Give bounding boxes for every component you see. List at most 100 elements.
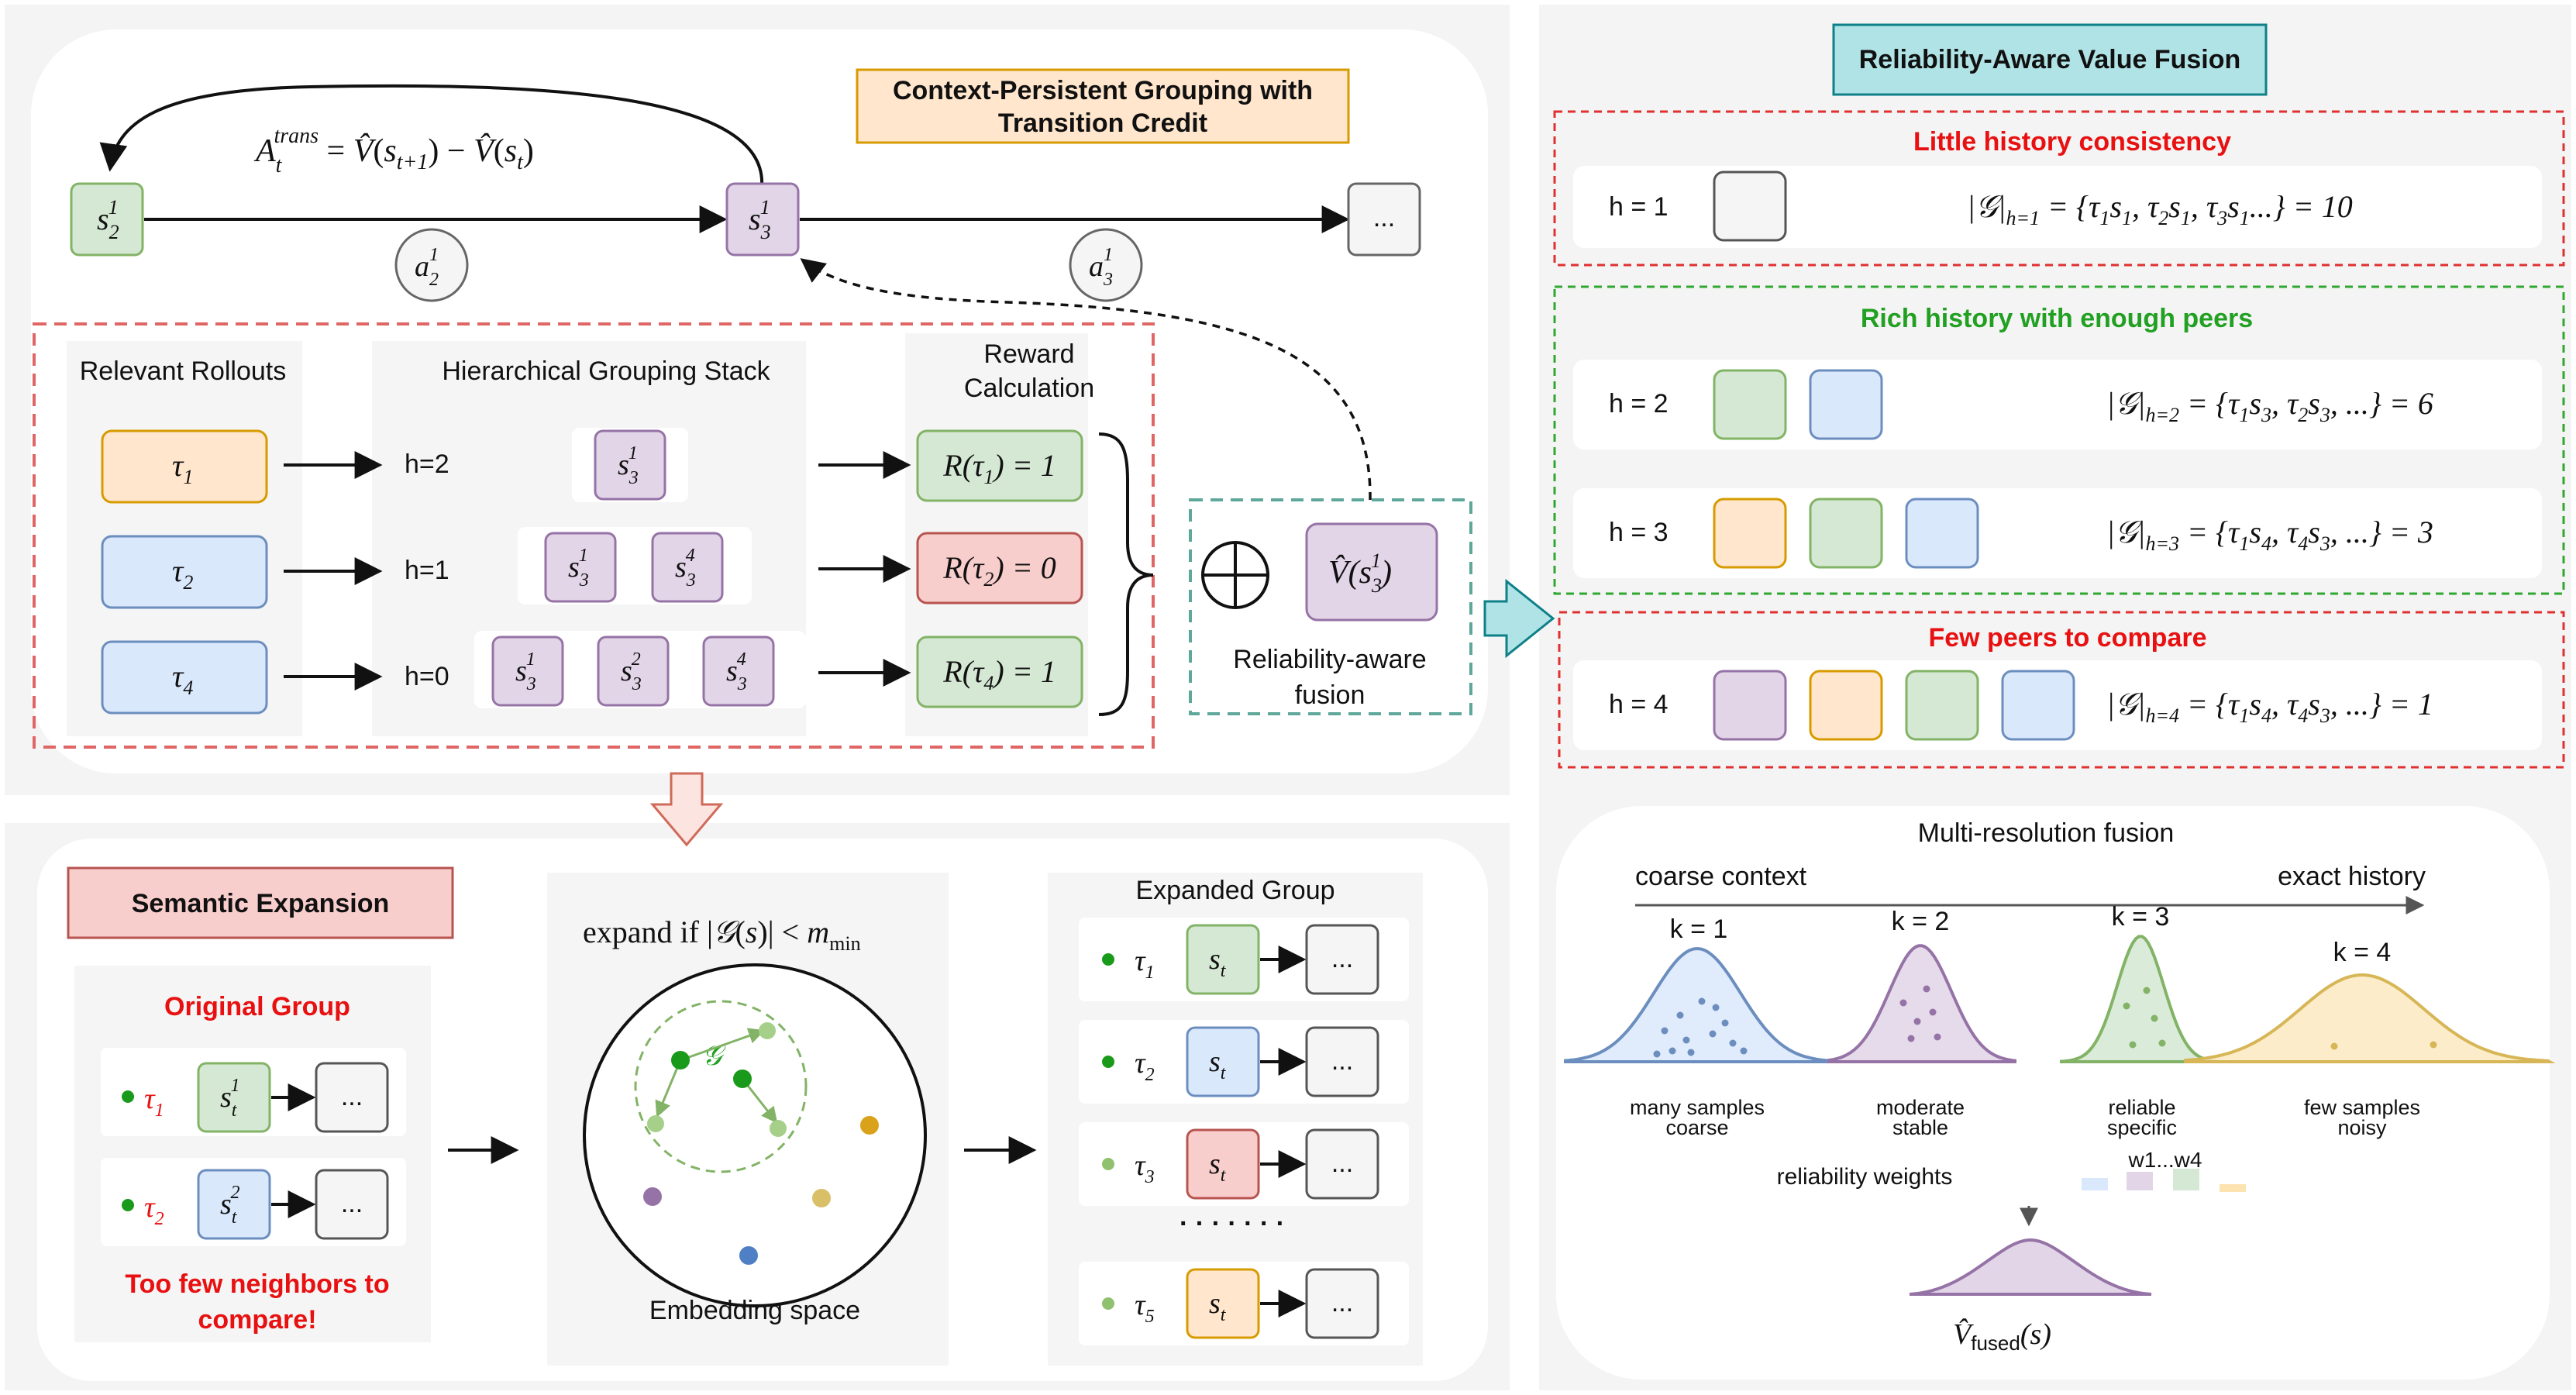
level-h0: h=0 xyxy=(405,662,449,691)
reward-tau1 xyxy=(916,429,1083,502)
embed-point-3 xyxy=(770,1120,787,1137)
curve-k1-caption-1: many samples xyxy=(1630,1096,1765,1119)
chain-state-s2-label: s21 xyxy=(97,196,119,243)
curve-k1-sample-7 xyxy=(1729,1039,1737,1047)
row-h3-box-3 xyxy=(1905,498,1979,569)
reward-brace xyxy=(1098,432,1154,716)
rollout-tau4 xyxy=(101,640,268,715)
curve-k1-sample-4 xyxy=(1698,997,1706,1005)
original-row-1-next xyxy=(315,1062,389,1133)
embed-link-2 xyxy=(655,1059,682,1118)
stack-title: Hierarchical Grouping Stack xyxy=(442,356,770,386)
row-h1-box-1 xyxy=(1713,170,1787,242)
fused-value-label: V̂fused(s) xyxy=(1953,1318,2051,1355)
chain-next-ellipsis xyxy=(1347,182,1421,257)
row-h4-label: h = 4 xyxy=(1609,690,1669,719)
row-h4-box-2 xyxy=(1809,670,1883,741)
curve-k4-sample-1 xyxy=(2330,1042,2338,1050)
curve-k1-sample-2 xyxy=(1676,1011,1684,1019)
grouping-title-line-1: Context-Persistent Grouping with xyxy=(893,76,1313,105)
transition-credit-arrow xyxy=(99,84,764,187)
row-h1 xyxy=(1573,166,2542,248)
fusion-curves xyxy=(1564,935,2556,1063)
section-rich-history-title: Rich history with enough peers xyxy=(1861,304,2253,333)
original-row-2-next xyxy=(315,1169,389,1240)
curve-k4 xyxy=(2184,973,2556,1063)
original-row-2-rollout: τ2 xyxy=(144,1191,164,1229)
curve-k4-sample-2 xyxy=(2430,1041,2437,1049)
original-row-1-rollout: τ1 xyxy=(144,1083,164,1121)
warning-line-1: Too few neighbors to xyxy=(125,1269,389,1299)
row-h3-label: h = 3 xyxy=(1609,518,1669,547)
chain-state-s3 xyxy=(725,182,800,257)
curve-k2-sample-3 xyxy=(1929,1008,1937,1016)
level-h2: h=2 xyxy=(405,450,449,479)
curve-k2-caption-1: moderate xyxy=(1876,1096,1965,1119)
original-group-box xyxy=(74,966,431,1342)
curve-k3-sample-1 xyxy=(2123,1002,2130,1010)
curve-k2-sample-2 xyxy=(1913,1018,1921,1025)
curve-k4-caption-2: noisy xyxy=(2337,1116,2387,1139)
reward-tau2-label: R(τ2) = 0 xyxy=(942,550,1056,591)
expanded-row-1: τ1 st ... xyxy=(1079,918,1409,1001)
chain-next-ellipsis-label: ... xyxy=(1373,203,1395,232)
embed-link-1 xyxy=(680,1028,765,1062)
fusion-title: Reliability-Aware Value Fusion xyxy=(1859,45,2241,74)
embedding-label: Embedding space xyxy=(649,1296,860,1325)
fused-curve xyxy=(1909,1238,2152,1296)
expanded-group-title: Expanded Group xyxy=(1135,876,1334,905)
expanded-row-2-next: ... xyxy=(1331,1046,1353,1076)
grouping-title-line-2: Transition Credit xyxy=(998,108,1207,138)
curve-k1-sample-10 xyxy=(1712,1004,1720,1011)
curve-k1-sample-8 xyxy=(1687,1049,1695,1056)
fusion-to-state-arrow xyxy=(800,258,1372,501)
curve-k2 xyxy=(1827,944,2016,1063)
embed-point-1 xyxy=(759,1022,776,1039)
curve-k4-caption-1: few samples xyxy=(2304,1096,2420,1119)
down-hollow-arrow xyxy=(649,772,724,847)
curve-k3-caption-2: specific xyxy=(2107,1116,2177,1139)
original-group-title: Original Group xyxy=(164,992,350,1021)
weight-swatch-3 xyxy=(2173,1169,2199,1190)
action-a2-label: a21 xyxy=(415,245,439,290)
semantic-title: Semantic Expansion xyxy=(132,889,390,918)
action-a2 xyxy=(394,228,469,302)
row-h4-box-4 xyxy=(2001,670,2075,741)
stack-state-h0-1 xyxy=(491,636,564,707)
curve-k4-label: k = 4 xyxy=(2333,938,2392,967)
curve-k2-sample-4 xyxy=(1907,1035,1915,1042)
stack-state-h0-2 xyxy=(597,636,670,707)
weight-swatch-1 xyxy=(2082,1178,2108,1190)
expanded-row-3: τ3 st ... xyxy=(1079,1122,1409,1206)
curve-k2-sample-6 xyxy=(1923,985,1930,993)
curve-k3 xyxy=(2060,935,2225,1063)
expanded-row-4: τ5 st ... xyxy=(1079,1262,1409,1345)
weight-swatch-2 xyxy=(2127,1172,2153,1190)
reward-tau1-label: R(τ1) = 1 xyxy=(942,448,1056,488)
row-h4-box-3 xyxy=(1905,670,1979,741)
original-row-2-next-label: ... xyxy=(341,1189,363,1218)
embed-point-6 xyxy=(643,1187,662,1206)
curve-k2-label: k = 2 xyxy=(1892,907,1950,936)
fusion-value-label: V̂(s31) xyxy=(1328,549,1392,597)
semantic-title-box xyxy=(67,866,454,939)
expand-condition: expand if |𝒢(s)| < mmin xyxy=(583,914,861,955)
curve-k1 xyxy=(1564,947,1830,1063)
right-hollow-arrow xyxy=(1483,578,1555,659)
expanded-row-1-next: ... xyxy=(1331,944,1353,973)
curve-k2-caption-2: stable xyxy=(1892,1116,1948,1139)
chain-state-s2 xyxy=(70,182,144,257)
rollout-tau1 xyxy=(101,429,268,504)
stack-state-h0-1-label: s31 xyxy=(515,649,536,694)
embed-point-5 xyxy=(812,1189,831,1207)
row-h1-formula: |𝒢|h=1 = {τ1s1, τ2s1, τ3s1...} = 10 xyxy=(1967,189,2353,229)
fusion-label-line-2: fusion xyxy=(1295,680,1365,710)
original-row-1-state xyxy=(197,1062,271,1133)
row-h4-box-1 xyxy=(1713,670,1787,741)
curve-k1-sample-1 xyxy=(1661,1027,1669,1035)
curve-k1-sample-6 xyxy=(1721,1019,1729,1027)
rollout-tau1-label: τ1 xyxy=(172,448,193,488)
section-little-history-title: Little history consistency xyxy=(1913,127,2231,157)
weights-legend: w1...w4 xyxy=(2128,1148,2202,1172)
